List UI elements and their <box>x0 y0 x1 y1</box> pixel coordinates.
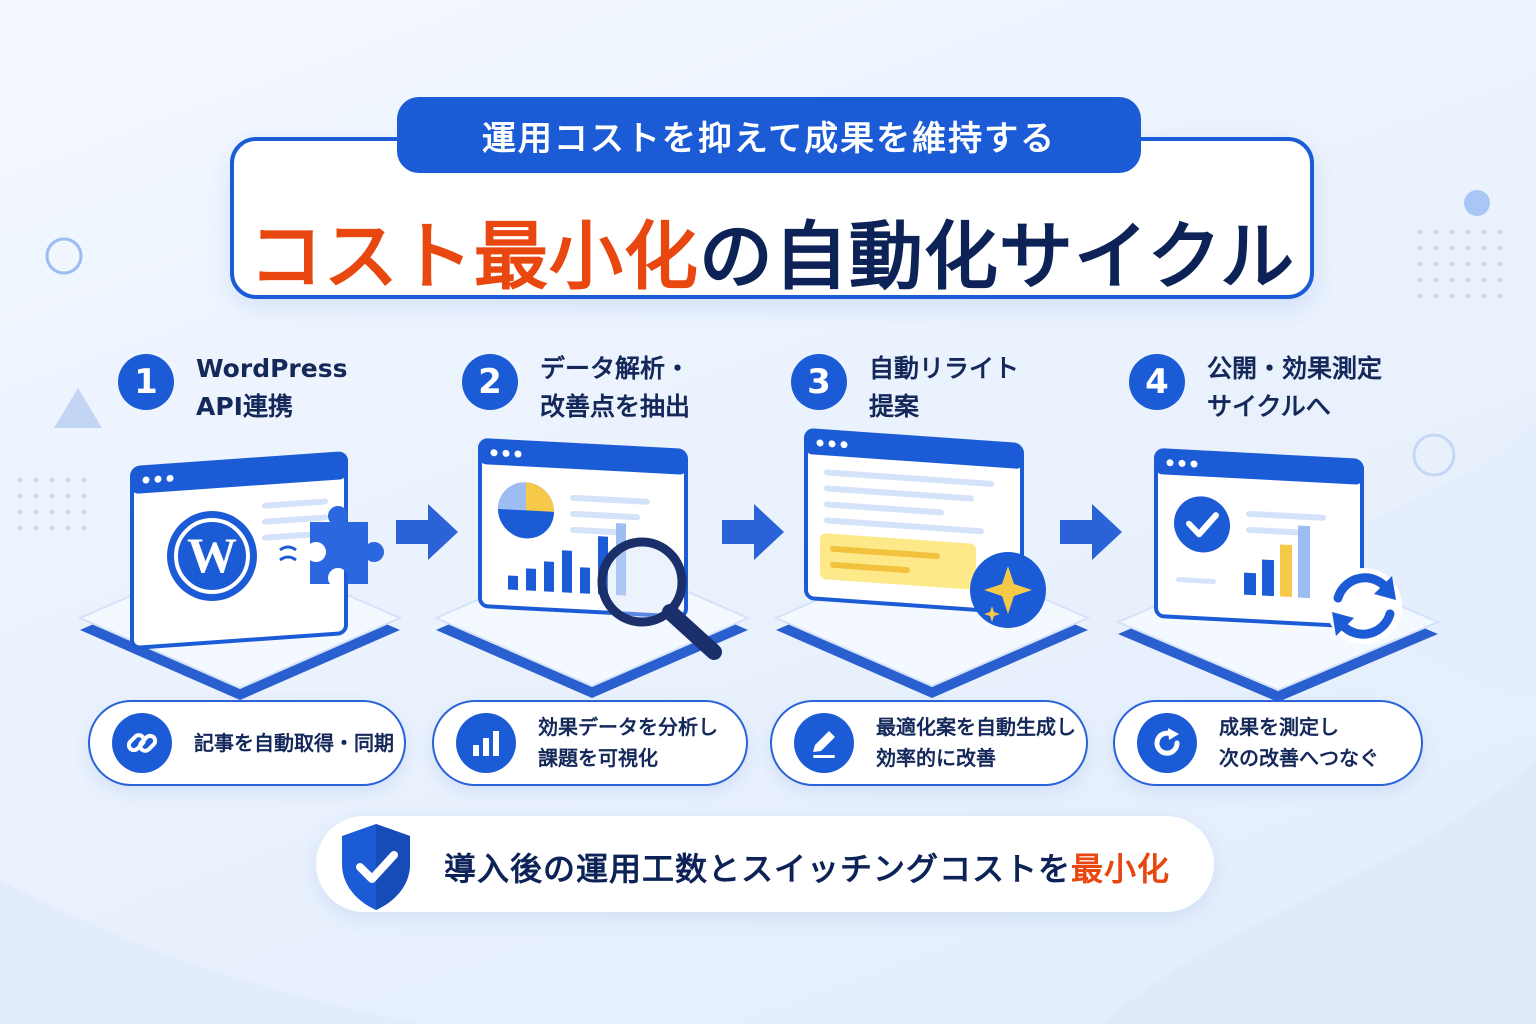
step-4-header: 4 公開・効果測定 サイクルへ <box>1129 350 1382 426</box>
step-title-line2: 提案 <box>869 392 920 421</box>
step-number-badge: 1 <box>118 354 174 410</box>
step-1-illustration: W <box>77 451 403 700</box>
step-2-illustration <box>433 438 751 698</box>
step-number-badge: 3 <box>791 354 847 410</box>
subtitle-text: 運用コストを抑えて成果を維持する <box>481 118 1057 159</box>
triangle-decoration-icon <box>54 388 102 428</box>
title-rest: の自動化サイクル <box>698 214 1296 300</box>
step-title-line1: 公開・効果測定 <box>1207 354 1383 383</box>
description-line1: 効果データを分析し <box>538 715 718 739</box>
description-line1: 最適化案を自動生成し <box>876 715 1076 739</box>
sparkle-icon <box>970 552 1046 628</box>
step-title-line2: API連携 <box>196 392 293 421</box>
step-title-line1: WordPress <box>196 354 348 383</box>
arrow-right-icon <box>396 504 458 560</box>
puzzle-icon <box>310 506 385 584</box>
step-1-description: 記事を自動取得・同期 <box>88 700 406 786</box>
arrow-right-icon <box>1060 504 1122 560</box>
step-3-description: 最適化案を自動生成し 効率的に改善 <box>770 700 1088 786</box>
shield-check-icon <box>342 824 410 910</box>
page-title: コスト最小化の自動化サイクル <box>234 197 1310 304</box>
step-3-title: 自動リライト 提案 <box>869 350 1019 426</box>
highlight-block <box>820 533 976 590</box>
step-1-title: WordPress API連携 <box>196 350 347 426</box>
title-accent: コスト最小化 <box>248 214 699 300</box>
step-2-title: データ解析・ 改善点を抽出 <box>540 350 690 426</box>
step-number-badge: 4 <box>1129 354 1185 410</box>
magnifier-icon <box>597 537 722 660</box>
dot-decoration-icon <box>1464 190 1490 216</box>
summary-main: 導入後の運用工数とスイッチングコストを <box>444 850 1072 888</box>
step-2-header: 2 データ解析・ 改善点を抽出 <box>462 350 690 426</box>
step-title-line2: サイクルへ <box>1207 392 1331 421</box>
description-line2: 次の改善へつなぐ <box>1219 746 1379 770</box>
refresh-icon <box>1137 713 1197 773</box>
description-line2: 課題を可視化 <box>538 746 658 770</box>
step-3-header: 3 自動リライト 提案 <box>791 350 1019 426</box>
step-3-illustration <box>773 428 1091 698</box>
step-4-title: 公開・効果測定 サイクルへ <box>1207 350 1382 426</box>
description-text: 記事を自動取得・同期 <box>194 728 394 759</box>
pie-chart-icon <box>498 482 554 539</box>
link-icon <box>112 713 172 773</box>
arrow-right-icon <box>722 504 784 560</box>
step-4-description: 成果を測定し 次の改善へつなぐ <box>1113 700 1423 786</box>
step-1-header: 1 WordPress API連携 <box>118 350 347 426</box>
bar-chart-icon <box>456 713 516 773</box>
bar-chart-icon <box>1244 525 1310 599</box>
description-text: 効果データを分析し 課題を可視化 <box>538 712 718 774</box>
description-text: 最適化案を自動生成し 効率的に改善 <box>876 712 1076 774</box>
description-line1: 成果を測定し <box>1219 715 1339 739</box>
circle-decoration-icon <box>45 237 83 275</box>
description-line2: 効率的に改善 <box>876 746 996 770</box>
step-title-line2: 改善点を抽出 <box>540 392 691 421</box>
step-4-illustration <box>1115 448 1441 702</box>
step-number-badge: 2 <box>462 354 518 410</box>
svg-text:W: W <box>187 527 237 583</box>
step-title-line1: データ解析・ <box>540 354 691 383</box>
refresh-cycle-icon <box>1326 568 1402 644</box>
step-2-description: 効果データを分析し 課題を可視化 <box>432 700 748 786</box>
summary-banner: 導入後の運用工数とスイッチングコストを最小化 <box>316 816 1214 912</box>
wordpress-icon: W <box>167 511 257 601</box>
pencil-icon <box>794 713 854 773</box>
check-circle-icon <box>1174 496 1230 553</box>
description-line1: 記事を自動取得・同期 <box>194 730 394 755</box>
step-title-line1: 自動リライト <box>869 354 1020 383</box>
subtitle-banner: 運用コストを抑えて成果を維持する <box>397 97 1141 173</box>
summary-accent: 最小化 <box>1071 850 1171 888</box>
summary-text: 導入後の運用工数とスイッチングコストを最小化 <box>444 844 1170 890</box>
description-text: 成果を測定し 次の改善へつなぐ <box>1219 712 1379 774</box>
